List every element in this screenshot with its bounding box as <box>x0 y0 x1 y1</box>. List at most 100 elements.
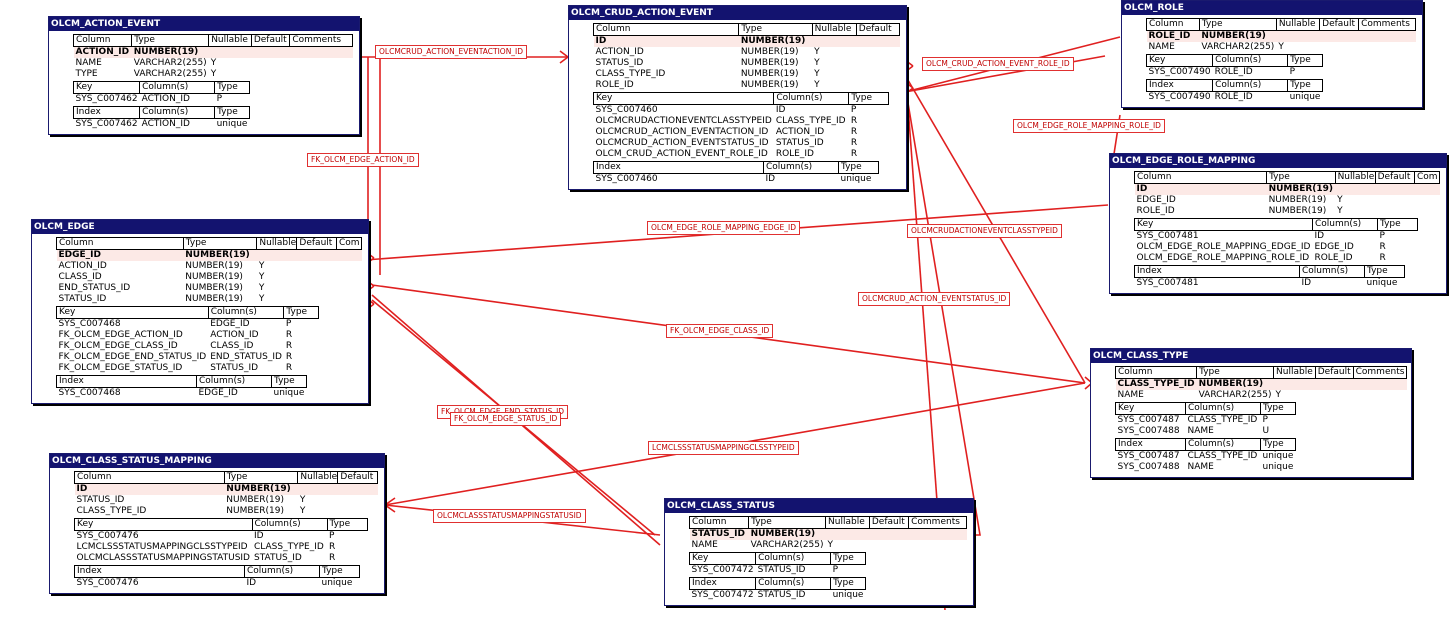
key-row[interactable]: ⇄LCMCLSSSTATUSMAPPINGCLSSTYPEIDCLASS_TYP… <box>75 542 368 553</box>
key-type: R <box>285 330 293 340</box>
column-empty <box>856 35 900 47</box>
key-row[interactable]: ⇄OLCMCRUD_ACTION_EVENTACTION_IDACTION_ID… <box>594 127 889 138</box>
header-cell: Nullable <box>825 516 870 529</box>
column-type: NUMBER(19) <box>1268 195 1327 205</box>
column-row[interactable]: 123IDNUMBER(19) <box>593 35 900 47</box>
table-title[interactable]: OLCM_EDGE_ROLE_MAPPING <box>1110 154 1446 168</box>
table-t_edge[interactable]: OLCM_EDGEColumnTypeNullableDefaultCom123… <box>31 219 369 404</box>
header-cell: Default <box>1314 366 1354 379</box>
column-empty <box>337 483 378 495</box>
key-row[interactable]: ⇄OLCMCRUD_ACTION_EVENTSTATUS_IDSTATUS_ID… <box>594 138 889 149</box>
column-row[interactable]: abcNAMEVARCHAR2(255)Y <box>1147 42 1416 53</box>
column-row[interactable]: abcNAMEVARCHAR2(255)Y <box>1116 390 1407 401</box>
header-cell: Column <box>688 516 750 529</box>
column-row[interactable]: 123IDNUMBER(19) <box>1134 183 1440 195</box>
table-title[interactable]: OLCM_EDGE <box>32 220 368 234</box>
key-row[interactable]: ⇄OLCMCLASSSTATUSMAPPINGSTATUSIDSTATUS_ID… <box>75 553 368 564</box>
index-name: SYS_C007487 <box>1117 451 1180 461</box>
header-cell: Com <box>335 237 363 250</box>
column-row[interactable]: abcTYPEVARCHAR2(255)Y <box>74 69 353 80</box>
column-empty <box>338 495 378 506</box>
key-columns: ACTION_ID <box>775 127 825 137</box>
header-cell: Type <box>1266 171 1336 184</box>
column-row[interactable]: abcNAMEVARCHAR2(255)Y <box>74 58 353 69</box>
column-row[interactable]: abcNAMEVARCHAR2(255)Y <box>690 540 967 551</box>
header-cell: Type <box>214 81 251 94</box>
table-title[interactable]: OLCM_CLASS_STATUS <box>665 499 973 513</box>
key-columns: STATUS_ID <box>775 138 824 148</box>
key-type: R <box>329 553 336 563</box>
index-columns: ID <box>765 174 776 184</box>
header-cell: Index <box>74 565 245 578</box>
key-name: OLCMCRUDACTIONEVENTCLASSTYPEID <box>595 116 772 126</box>
column-empty <box>856 69 899 80</box>
table-title[interactable]: OLCM_CLASS_TYPE <box>1091 349 1411 363</box>
keys-section: KeyColumn(s)Type⇄SYS_C007460IDP⇄OLCMCRUD… <box>592 92 890 160</box>
column-empty <box>297 272 337 283</box>
table-title[interactable]: OLCM_CLASS_STATUS_MAPPING <box>50 454 384 468</box>
key-type: R <box>850 116 858 126</box>
table-title[interactable]: OLCM_ACTION_EVENT <box>49 17 359 31</box>
table-title[interactable]: OLCM_ROLE <box>1122 1 1422 15</box>
table-body: ColumnTypeNullableDefaultCom123EDGE_IDNU… <box>32 234 368 403</box>
column-nullable <box>812 35 857 47</box>
table-title[interactable]: OLCM_CRUD_ACTION_EVENT <box>569 6 906 20</box>
key-row[interactable]: ⇄FK_OLCM_EDGE_END_STATUS_IDEND_STATUS_ID… <box>57 352 319 363</box>
key-name-cell: ⇄OLCMCRUD_ACTION_EVENTACTION_ID <box>594 127 774 138</box>
index-columns: ACTION_ID <box>141 119 190 129</box>
key-row[interactable]: ⇄OLCMCRUDACTIONEVENTCLASSTYPEIDCLASS_TYP… <box>594 116 889 127</box>
column-empty <box>1315 378 1354 390</box>
column-row[interactable]: 123IDNUMBER(19) <box>74 483 378 495</box>
